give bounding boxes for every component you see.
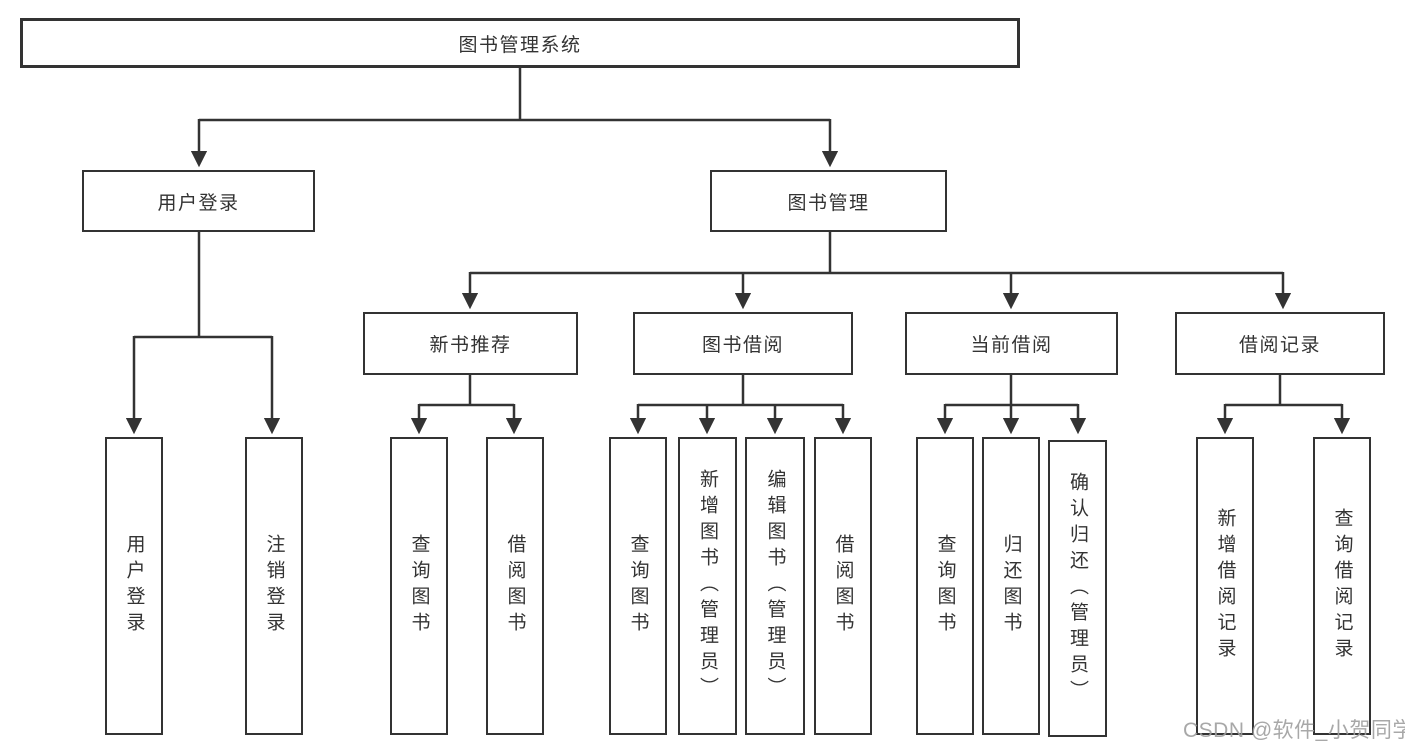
leaf-return-book: 归还图书 [982, 437, 1040, 735]
leaf-query-books-2: 查询图书 [609, 437, 667, 735]
leaf-edit-book-admin: 编辑图书（管理员） [745, 437, 805, 735]
node-book-management: 图书管理 [710, 170, 947, 232]
leaf-confirm-return-admin: 确认归还（管理员） [1048, 440, 1107, 737]
leaf-user-login: 用户登录 [105, 437, 163, 735]
node-book-borrowing: 图书借阅 [633, 312, 853, 375]
leaf-borrow-books-2: 借阅图书 [814, 437, 872, 735]
node-user-login: 用户登录 [82, 170, 315, 232]
node-library-system: 图书管理系统 [20, 18, 1020, 68]
node-borrow-records: 借阅记录 [1175, 312, 1385, 375]
leaf-query-books-3: 查询图书 [916, 437, 974, 735]
csdn-watermark: CSDN @软件_小贺同学 [1183, 719, 1405, 742]
node-current-borrowing: 当前借阅 [905, 312, 1118, 375]
leaf-query-borrow-record: 查询借阅记录 [1313, 437, 1371, 735]
leaf-add-borrow-record: 新增借阅记录 [1196, 437, 1254, 735]
leaf-borrow-books-1: 借阅图书 [486, 437, 544, 735]
node-new-book-recommend: 新书推荐 [363, 312, 578, 375]
leaf-query-books-1: 查询图书 [390, 437, 448, 735]
leaf-add-book-admin: 新增图书（管理员） [678, 437, 737, 735]
leaf-logout: 注销登录 [245, 437, 303, 735]
